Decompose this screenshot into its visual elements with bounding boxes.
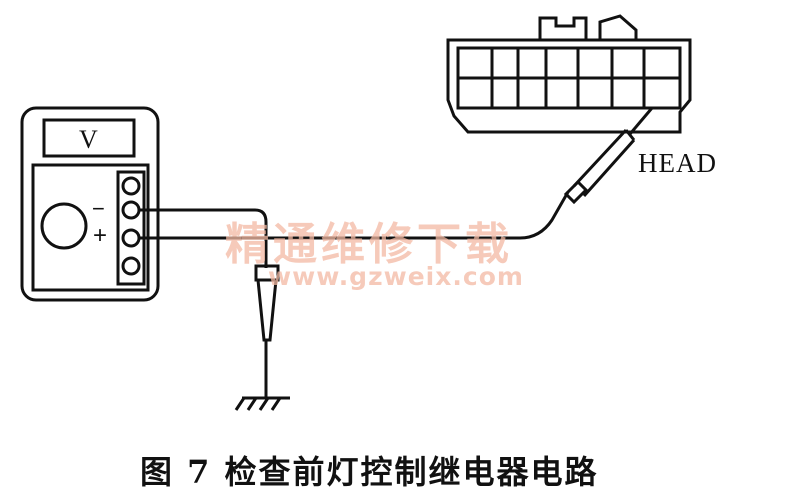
terminal-minus [121, 200, 141, 220]
voltmeter [20, 106, 160, 302]
voltmeter-body [20, 106, 160, 302]
ground-wire [139, 208, 268, 268]
terminal-plus [121, 228, 141, 248]
minus-terminal-label: − [92, 196, 105, 221]
wires [139, 191, 570, 268]
voltmeter-unit-label: V [79, 125, 98, 154]
plus-terminal-label: + [93, 222, 108, 249]
terminal-4 [121, 256, 141, 276]
figure-caption: 图 7 检查前灯控制继电器电路 [140, 453, 599, 491]
watermark-text: 精通维修下载 [225, 219, 513, 270]
voltmeter-dial [40, 202, 88, 250]
voltmeter-display [42, 118, 136, 158]
connector-housing [446, 38, 692, 134]
voltmeter-panel [31, 163, 150, 292]
connector-head [446, 14, 692, 134]
terminal-strip [116, 170, 146, 286]
test-probe [563, 107, 654, 205]
connector-label: HEAD [638, 148, 717, 178]
probe-wire [139, 191, 570, 240]
terminal-1 [121, 176, 141, 196]
watermark-url: www.gzweix.com [268, 262, 524, 291]
ground-probe [234, 264, 290, 411]
